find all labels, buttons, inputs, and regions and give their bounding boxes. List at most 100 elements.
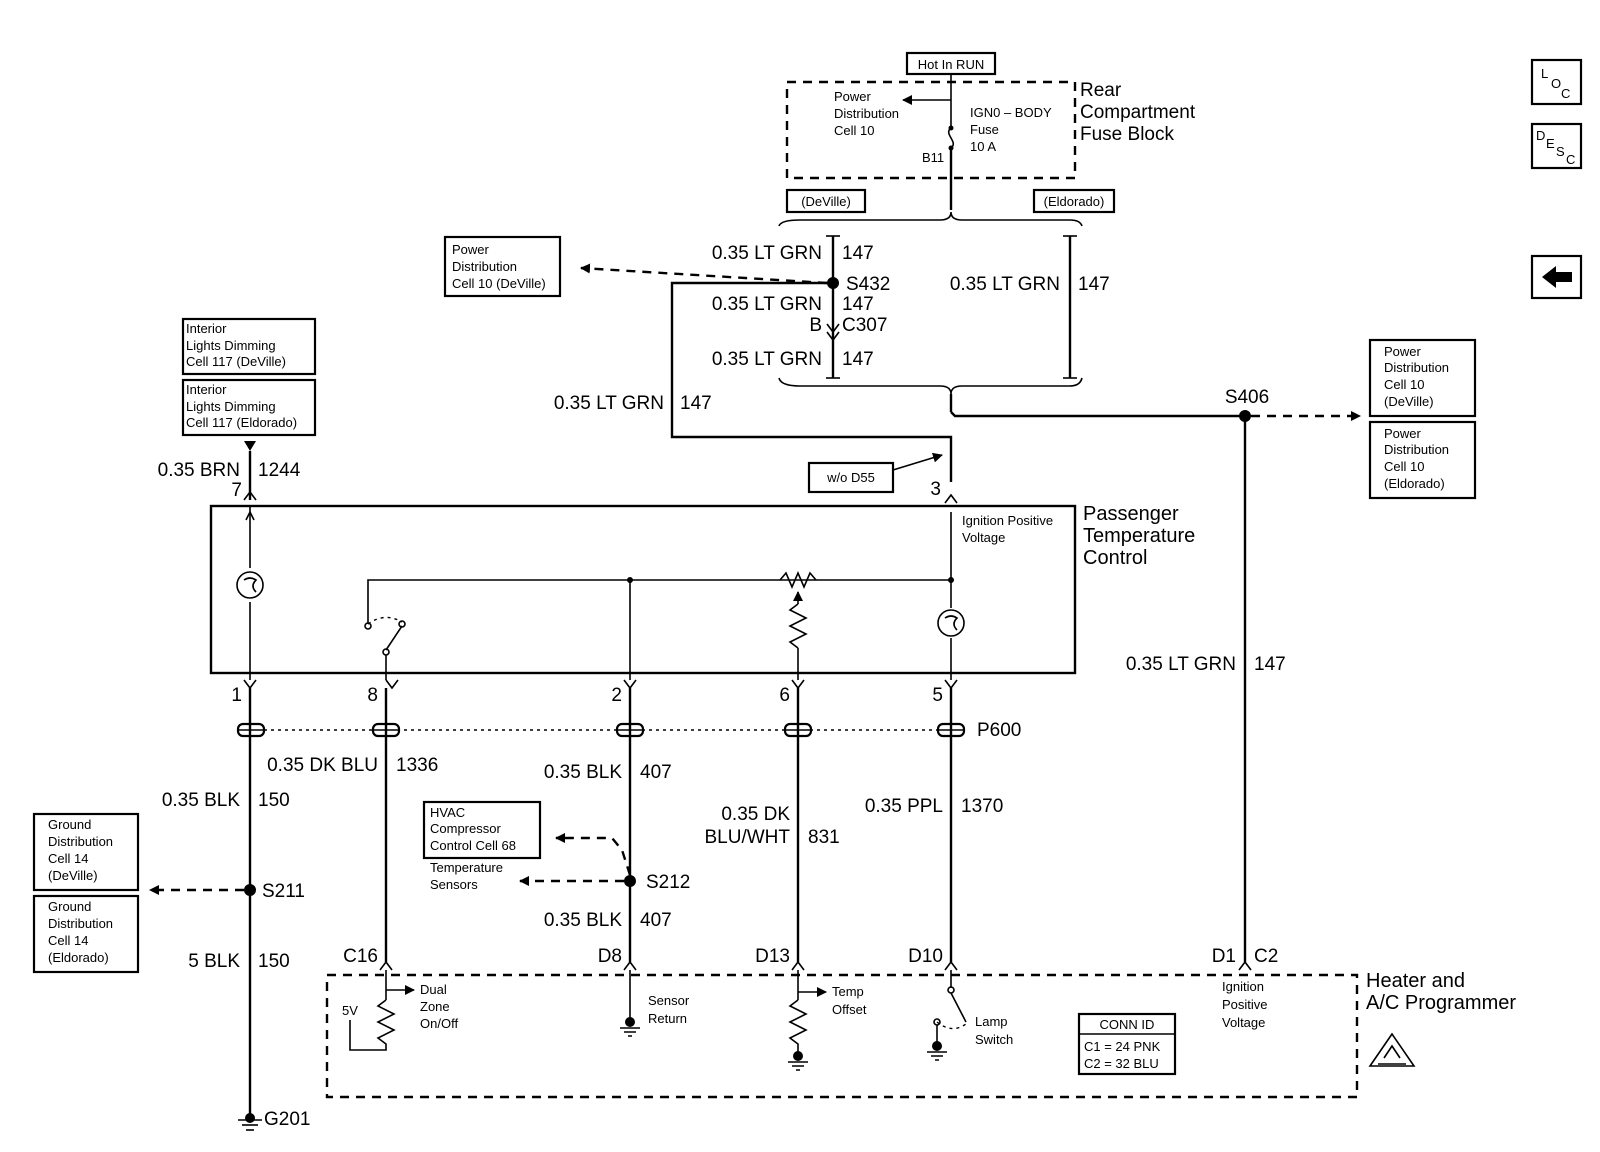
wire-147-top-color: 0.35 LT GRN — [712, 243, 822, 264]
programmer-pin-c2: C2 — [1254, 946, 1278, 967]
wire-407b-color: 0.35 BLK — [544, 910, 622, 931]
wire-407b-number: 407 — [640, 910, 672, 931]
circuit-147-deville: 0.35 LT GRN 147 S432 0.35 LT GRN 147 B C… — [554, 235, 953, 482]
ref-power-distribution-right-eldorado[interactable]: Power Distribution Cell 10 (Eldorado) — [1368, 420, 1477, 500]
ptc-title: Passenger Temperature Control — [1083, 503, 1201, 569]
ground-icon — [245, 1113, 255, 1123]
wire-150a-number: 150 — [258, 790, 290, 811]
wire-1336-number: 1336 — [396, 755, 438, 776]
circuit-147-eldorado: 0.35 LT GRN 147 — [950, 235, 1110, 379]
wire-831-color-1: 0.35 DK — [721, 804, 790, 825]
ground-g201-label: G201 — [264, 1109, 310, 1130]
splice-s211-label: S211 — [262, 881, 305, 902]
splice-s212-label: S212 — [646, 872, 690, 893]
svg-text:D: D — [1536, 128, 1545, 143]
connector-c307-pin: B — [809, 315, 822, 336]
fuse-label: IGN0 – BODY Fuse 10 A — [970, 105, 1055, 154]
svg-text:CONN ID: CONN ID — [1100, 1017, 1155, 1032]
svg-text:5: 5 — [932, 685, 943, 706]
programmer-wires: 0.35 DK BLU 1336 0.35 BLK 150 0.35 BLK 4… — [149, 688, 1003, 1131]
wire-147-low-color: 0.35 LT GRN — [712, 349, 822, 370]
svg-text:Ground Distribution: Ground Distribution Cell 14 (Eldorado) — [48, 899, 117, 965]
ref-power-distribution-right-deville[interactable]: Power Distribution Cell 10 (DeVille) — [1368, 338, 1477, 418]
svg-text:E: E — [1546, 136, 1555, 151]
wire-407a-color: 0.35 BLK — [544, 762, 622, 783]
option-brace-bottom — [778, 377, 1083, 395]
svg-text:Interior Lights Dimming: Interior Lights Dimming Cell 117 (Eldora… — [186, 382, 297, 430]
splice-s406-label: S406 — [1225, 387, 1269, 408]
fuse-pin-label: B11 — [922, 150, 944, 165]
wire-147-left-number: 147 — [680, 393, 712, 414]
back-button[interactable] — [1530, 254, 1583, 300]
svg-text:O: O — [1551, 76, 1561, 91]
svg-text:6: 6 — [779, 685, 790, 706]
ground-icon — [927, 1051, 947, 1061]
ref-interior-lights-deville[interactable]: Interior Lights Dimming Cell 117 (DeVill… — [181, 317, 317, 376]
programmer-pin-c16: C16 — [343, 946, 378, 967]
five-volt-label: 5V — [342, 1003, 358, 1018]
fuse-block: Hot In RUN Rear Compartment Fuse Block P… — [785, 51, 1200, 214]
circuit-s406: S406 0.35 LT GRN 147 — [950, 387, 1361, 962]
loc-button[interactable]: L O C — [1530, 58, 1583, 106]
switch-icon — [367, 616, 403, 625]
svg-text:C: C — [1561, 86, 1570, 101]
wire-1336-color: 0.35 DK BLU — [267, 755, 378, 776]
lamp-icon — [236, 571, 264, 599]
hot-in-run-label: Hot In RUN — [918, 57, 984, 72]
splice-s212-dot — [624, 875, 636, 887]
svg-text:8: 8 — [367, 685, 378, 706]
ptc-ignition-label: Ignition Positive Voltage — [962, 513, 1057, 545]
wire-1370-number: 1370 — [961, 796, 1003, 817]
svg-text:HVAC Compressor Co: HVAC Compressor Control Cell 68 — [430, 805, 516, 853]
svg-text:Ground Distribution: Ground Distribution Cell 14 (DeVille) — [48, 817, 117, 883]
deville-tag — [785, 188, 867, 214]
ref-interior-lights-eldorado[interactable]: Interior Lights Dimming Cell 117 (Eldora… — [181, 378, 317, 437]
programmer-outline — [325, 973, 1359, 1099]
programmer-pin-d10: D10 — [908, 946, 943, 967]
ref-ground-distribution-deville[interactable]: Ground Distribution Cell 14 (DeVille) — [32, 812, 140, 892]
wire-147-low-number: 147 — [842, 349, 874, 370]
connector-c307-label: C307 — [842, 315, 887, 336]
esd-warning-icon — [1368, 1032, 1416, 1067]
passenger-temperature-control: Passenger Temperature Control Ignition P… — [209, 503, 1201, 680]
svg-text:w/o D55: w/o D55 — [826, 470, 875, 485]
svg-text:C1 = 24 PNK: C1 = 24 PNK — [1084, 1039, 1161, 1054]
svg-text:Interior Lights Dimming: Interior Lights Dimming Cell 117 (DeVill… — [186, 321, 286, 369]
connector-c307-icon — [826, 323, 840, 342]
svg-text:L: L — [1541, 66, 1548, 81]
ptc-bottom-pins: 1 8 2 6 5 — [231, 679, 958, 706]
note-wo-d55: w/o D55 3 — [807, 452, 958, 504]
programmer-pin-d1: D1 — [1212, 946, 1236, 967]
programmer-ignition-label: Ignition Positive Voltage — [1222, 979, 1271, 1030]
lamp-switch-label: Lamp Switch — [975, 1014, 1013, 1047]
desc-button[interactable]: D E S C — [1530, 122, 1583, 170]
splice-s432-label: S432 — [846, 274, 890, 295]
option-brace-top — [778, 211, 1083, 227]
switch-icon — [950, 992, 967, 1023]
wire-147-left-color: 0.35 LT GRN — [554, 393, 664, 414]
svg-text:C: C — [1566, 152, 1575, 167]
ref-power-distribution-deville[interactable]: Power Distribution Cell 10 (DeVille) — [443, 235, 562, 298]
fuse-icon — [947, 127, 955, 149]
ptc-pin-3: 3 — [930, 479, 941, 500]
wire-1370-color: 0.35 PPL — [865, 796, 943, 817]
svg-text:S: S — [1556, 144, 1565, 159]
ref-ground-distribution-eldorado[interactable]: Ground Distribution Cell 14 (Eldorado) — [32, 894, 140, 974]
dual-zone-label: Dual Zone On/Off — [420, 982, 458, 1031]
programmer-pin-d8: D8 — [598, 946, 622, 967]
ref-hvac-compressor-control[interactable]: HVAC Compressor Control Cell 68 — [422, 800, 542, 860]
programmer-pin-d13: D13 — [755, 946, 790, 967]
wire-147-mid-number: 147 — [842, 294, 874, 315]
fuse-power-distribution-label: Power Distribution Cell 10 — [834, 89, 903, 138]
svg-text:Power Distribution: Power Distribution Cell 10 (DeVille) — [452, 242, 546, 291]
circuit-1244: 0.35 BRN 1244 7 — [158, 441, 301, 501]
lamp-icon — [937, 609, 965, 637]
temperature-sensors-label: Temperature Sensors — [430, 860, 507, 892]
svg-text:C2 = 32 BLU: C2 = 32 BLU — [1084, 1056, 1159, 1071]
fuse-block-title: Rear Compartment Fuse Block — [1080, 80, 1200, 145]
sensor-return-label: Sensor Return — [648, 993, 693, 1026]
wire-147-top-number: 147 — [842, 243, 874, 264]
resistor-icon — [788, 999, 808, 1054]
ground-icon — [620, 1027, 640, 1037]
resistor-icon — [349, 999, 396, 1051]
